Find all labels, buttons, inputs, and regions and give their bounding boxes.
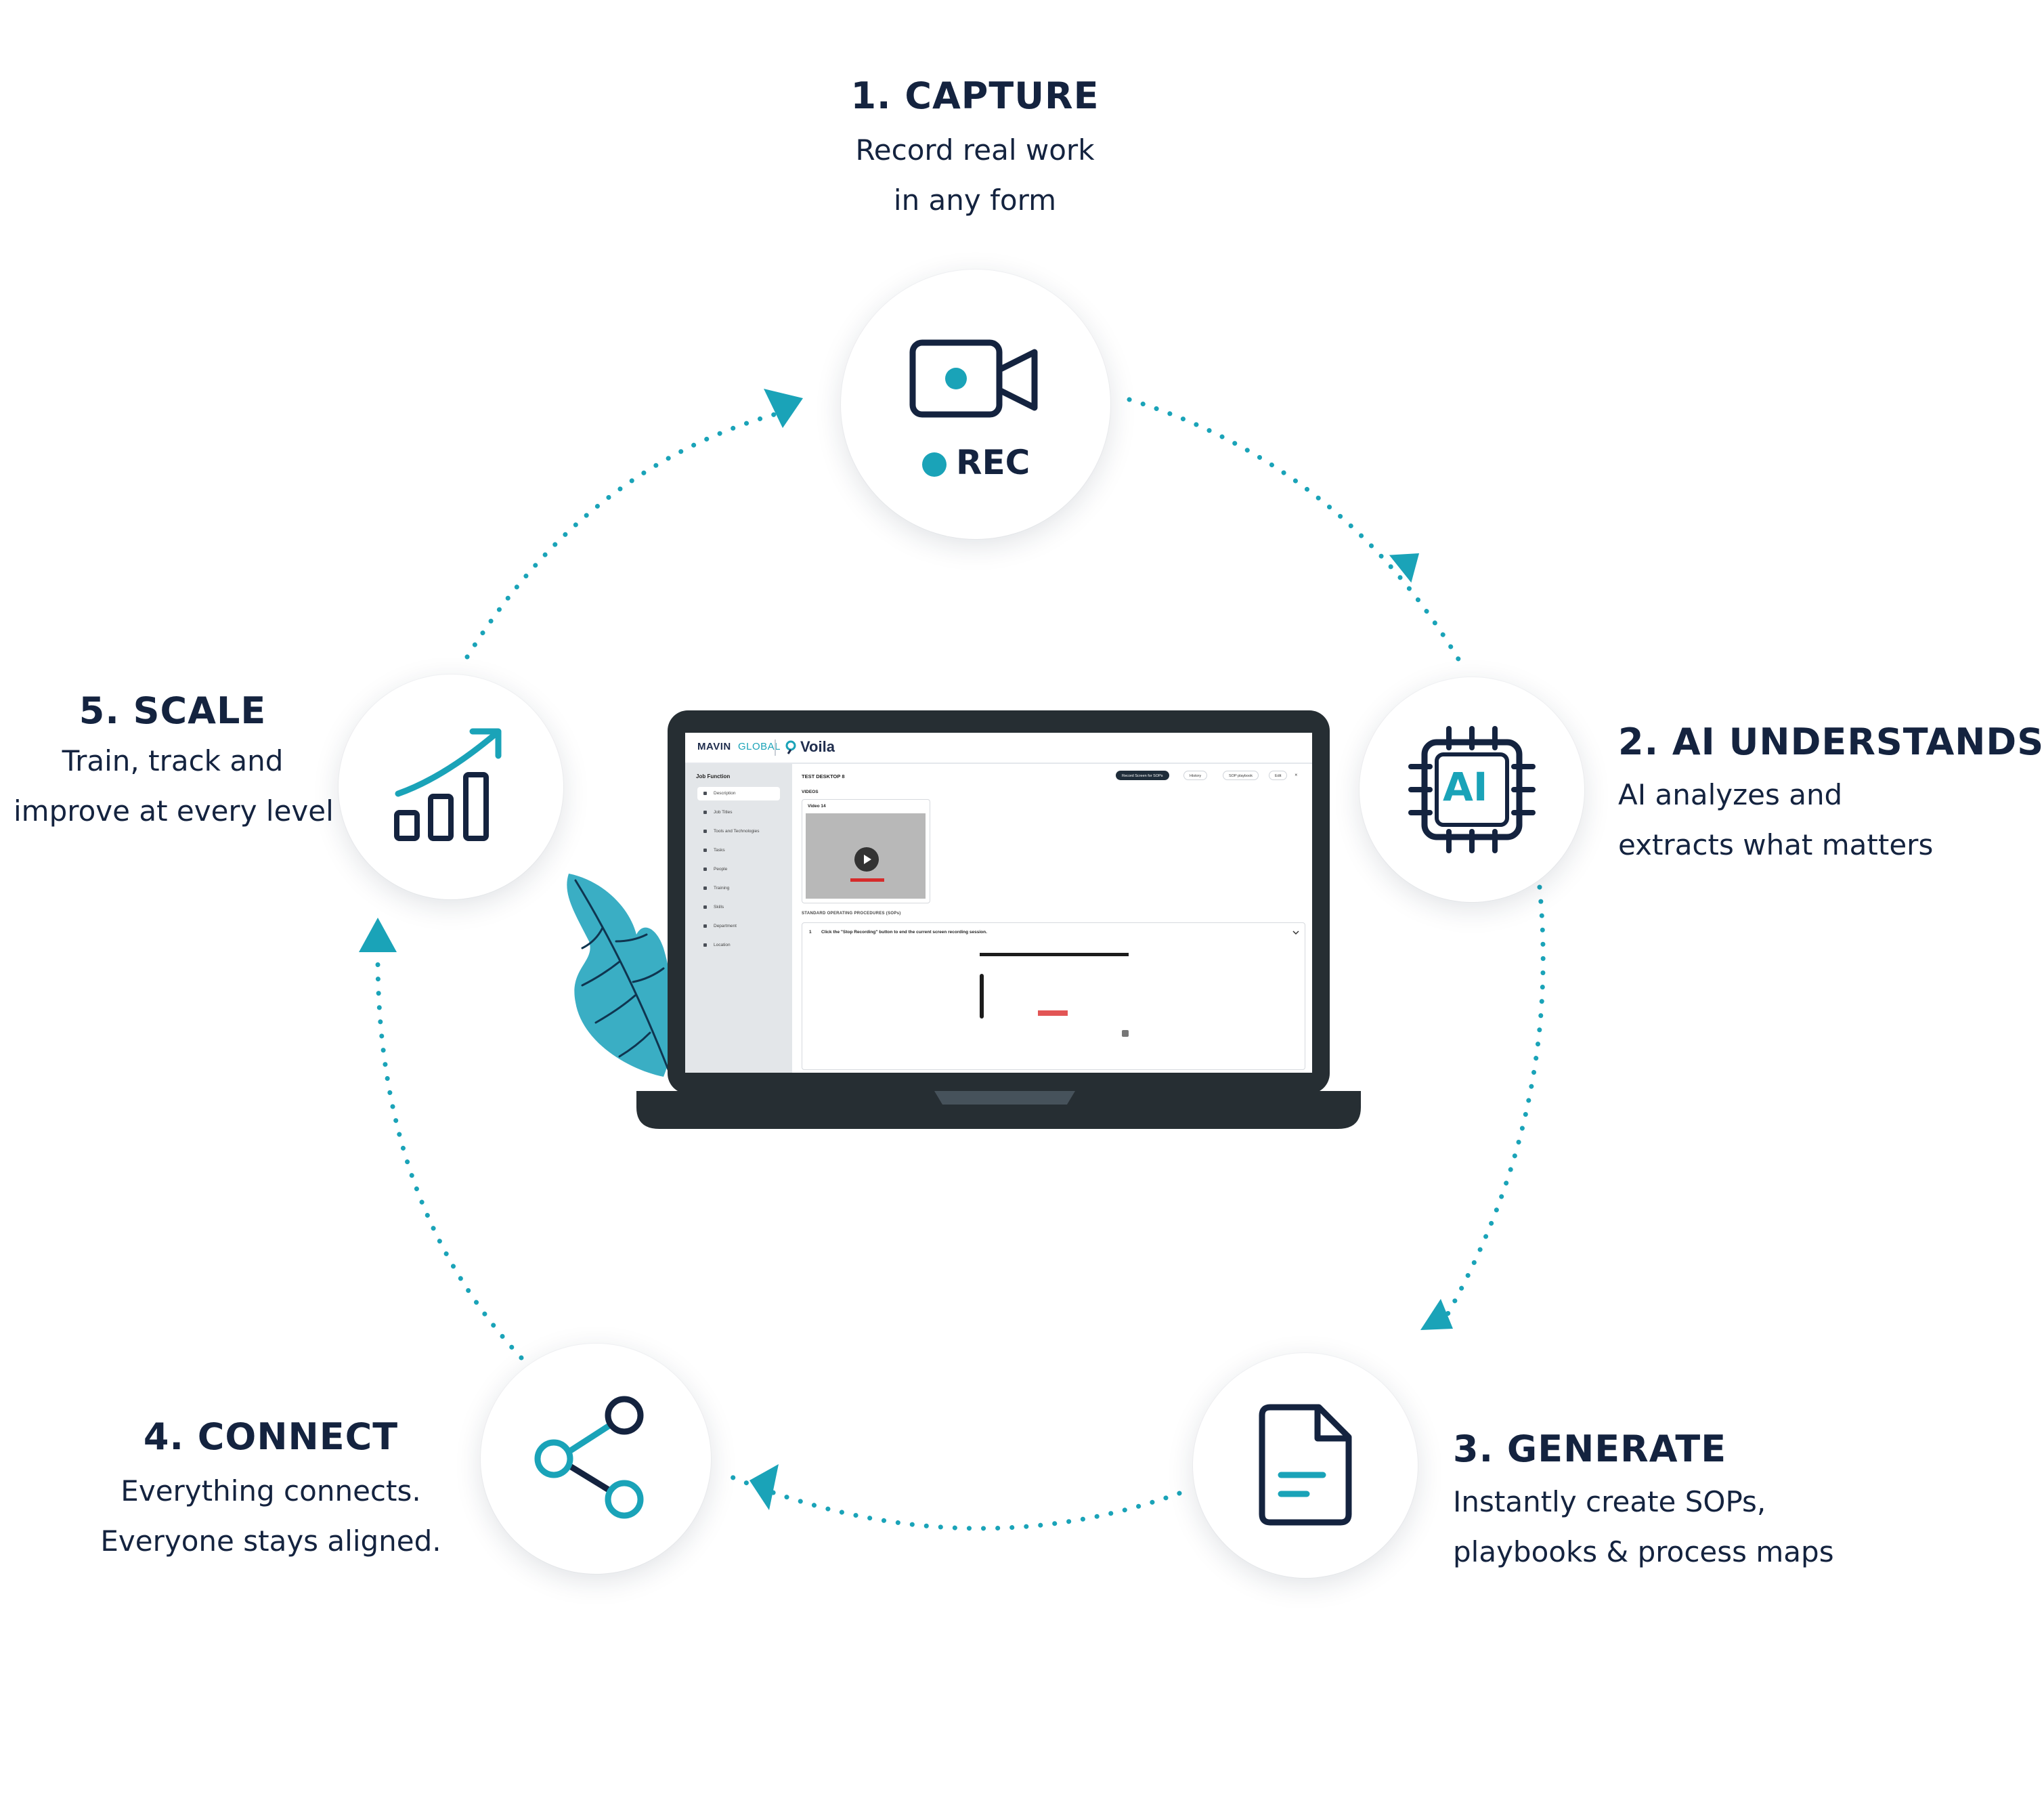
chevron-down-icon[interactable]	[1292, 930, 1299, 935]
step-scale-line2: improve at every level	[14, 794, 334, 828]
video-thumbnail[interactable]	[806, 813, 926, 899]
sop-playbook-button[interactable]: SOP playbook	[1223, 771, 1259, 780]
sidebar-item-job-titles[interactable]: Job Titles	[697, 806, 780, 819]
node-capture	[841, 270, 1110, 539]
arrowhead-connect	[749, 1464, 779, 1510]
step-generate-line1: Instantly create SOPs,	[1453, 1485, 1766, 1518]
sidebar-item-tools[interactable]: Tools and Technologies	[697, 825, 780, 838]
sop-heading: STANDARD OPERATING PROCEDURES (SOPs)	[802, 912, 901, 916]
close-button[interactable]: ✕	[1293, 771, 1299, 780]
laptop-screen: MAVIN GLOBAL Voila Job Function Descript…	[685, 733, 1312, 1073]
app-topbar: MAVIN GLOBAL Voila	[685, 733, 1312, 764]
brand-divider	[775, 740, 776, 756]
step-connect-line1: Everything connects.	[121, 1474, 421, 1507]
sidebar-item-skills[interactable]: Skills	[697, 901, 780, 914]
history-button[interactable]: History	[1183, 771, 1208, 780]
brand-mavin: MAVIN	[697, 741, 731, 752]
step-generate-title: 3. GENERATE	[1453, 1428, 1727, 1470]
app-name: Voila	[800, 738, 835, 755]
leaf-illustration	[567, 874, 675, 1085]
video-progress-bar	[850, 878, 884, 882]
arc-scale-to-capture	[464, 407, 795, 660]
ai-chip-icon	[1408, 726, 1536, 853]
step-connect-line2: Everyone stays aligned.	[100, 1524, 441, 1558]
document-icon	[1259, 1404, 1352, 1526]
sidebar-item-location[interactable]: Location	[697, 939, 780, 952]
arc-connect-to-scale	[375, 959, 524, 1361]
sop-step-card: 1 Click the "Stop Recording" button to e…	[802, 922, 1305, 1070]
growth-chart-icon	[394, 728, 502, 841]
sidebar-item-tasks[interactable]: Tasks	[697, 844, 780, 857]
sidebar-item-people[interactable]: People	[697, 863, 780, 876]
video-camera-icon	[909, 339, 1038, 418]
brand-global: GLOBAL	[738, 741, 781, 752]
step-connect-title: 4. CONNECT	[143, 1415, 399, 1458]
step-understand-line2: extracts what matters	[1618, 828, 1934, 861]
step-connect-label: 4. CONNECT Everything connects. Everyone…	[81, 1415, 460, 1566]
step-capture-line2: in any form	[893, 184, 1057, 217]
sidebar-item-description[interactable]: Description	[697, 787, 780, 800]
rec-dot-icon	[922, 452, 947, 477]
sidebar-item-department[interactable]: Department	[697, 920, 780, 933]
step-scale-title: 5. SCALE	[79, 689, 267, 732]
node-connect	[481, 1344, 711, 1574]
step-scale-line1: Train, track and	[62, 744, 284, 777]
mini-recorder-rail	[980, 974, 984, 1019]
arrowhead-scale	[359, 918, 397, 952]
sop-step-text: Click the "Stop Recording" button to end…	[821, 930, 987, 935]
arc-generate-to-connect	[727, 1474, 1182, 1531]
video-title: Video 14	[808, 804, 826, 809]
sidebar-item-training[interactable]: Training	[697, 882, 780, 895]
edit-button[interactable]: Edit	[1269, 771, 1288, 780]
step-understand-label: 2. AI UNDERSTANDS AI analyzes and extrac…	[1618, 721, 2044, 870]
video-card[interactable]: Video 14	[802, 799, 930, 903]
arrowhead-understand	[1389, 553, 1420, 583]
play-icon[interactable]	[854, 847, 879, 872]
share-icon	[534, 1396, 644, 1519]
step-generate-label: 3. GENERATE Instantly create SOPs, playb…	[1453, 1428, 1834, 1577]
step-generate-line2: playbooks & process maps	[1453, 1535, 1834, 1568]
step-understand-line1: AI analyzes and	[1618, 778, 1843, 811]
step-understand-title: 2. AI UNDERSTANDS	[1618, 721, 2044, 763]
rec-badge: REC	[956, 443, 1030, 482]
step-capture-label: 1. CAPTURE Record real work in any form	[806, 74, 1144, 226]
voila-logo-icon	[785, 740, 796, 754]
videos-heading: VIDEOS	[802, 790, 819, 794]
step-capture-title: 1. CAPTURE	[850, 74, 1100, 117]
step-scale-label: 5. SCALE Train, track and improve at eve…	[14, 689, 334, 836]
expand-icon[interactable]	[1122, 1030, 1129, 1037]
step-capture-line1: Record real work	[855, 133, 1095, 167]
mini-stop-button	[1038, 1010, 1068, 1016]
arrowhead-generate	[1420, 1299, 1453, 1330]
arrowhead-capture	[764, 389, 803, 428]
record-screen-button[interactable]: Record Screen for SOPs	[1116, 771, 1169, 780]
arc-understand-to-generate	[1431, 884, 1546, 1340]
ai-chip-label: AI	[1443, 764, 1488, 810]
node-understand	[1360, 677, 1584, 902]
sop-screenshot-thumbnail	[980, 953, 1129, 1031]
arc-capture-to-understand	[1127, 397, 1468, 673]
node-scale	[339, 675, 563, 899]
node-generate	[1193, 1353, 1418, 1578]
app-sidebar: Job Function Description Job Titles Tool…	[685, 764, 792, 1073]
page-title: TEST DESKTOP 8	[802, 773, 845, 779]
sidebar-title: Job Function	[696, 773, 731, 779]
sop-step-number: 1	[809, 930, 812, 935]
